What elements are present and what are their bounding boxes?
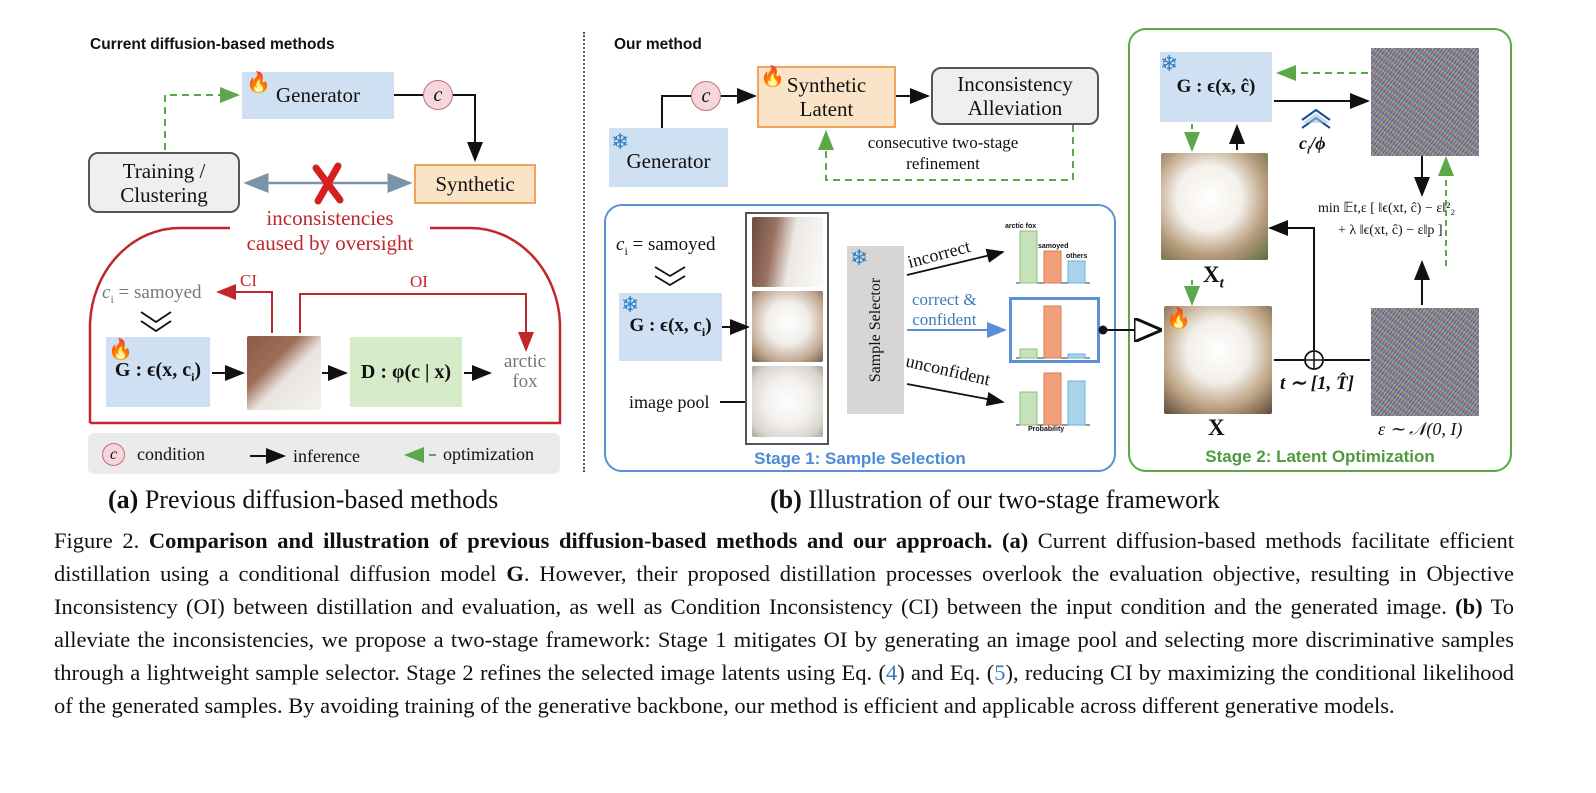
condition-c-icon: c bbox=[423, 80, 453, 110]
chart-incorrect bbox=[1016, 230, 1090, 284]
panel-a-arrows bbox=[88, 87, 562, 464]
generator-label: Generator bbox=[276, 83, 360, 107]
oplus-icon bbox=[1304, 350, 1324, 370]
fire-icon: 🔥 bbox=[108, 339, 133, 361]
legend-optimization: optimization bbox=[443, 444, 534, 464]
refinement-text: consecutive two-stage refinement bbox=[867, 133, 1019, 173]
stage1-condition-text: ci = samoyed bbox=[616, 234, 716, 258]
oi-tag: OI bbox=[410, 272, 428, 291]
ci-tag: CI bbox=[240, 271, 257, 290]
sample-selector-box bbox=[847, 246, 904, 414]
chart-label-samoyed: samoyed bbox=[1038, 243, 1069, 250]
synthetic-box: Synthetic bbox=[414, 164, 536, 204]
stage1-g-model-box: G : ϵ(x, ci) bbox=[619, 293, 722, 361]
fire-icon: 🔥 bbox=[246, 72, 271, 94]
stage2-g-model-box: G : ϵ(x, ĉ) bbox=[1160, 52, 1272, 122]
ci-condition-text: ci = samoyed bbox=[102, 282, 202, 306]
snowflake-icon: ❄ bbox=[1160, 51, 1179, 76]
stage2-container bbox=[1128, 28, 1512, 472]
chart-label-arctic-fox: arctic fox bbox=[1005, 223, 1037, 230]
d-model-box: D : φ(c | x) bbox=[350, 337, 462, 407]
stage1-container bbox=[604, 204, 1116, 472]
condition-c-icon: c bbox=[691, 81, 721, 111]
synthetic-latent-box: Synthetic Latent bbox=[757, 66, 896, 128]
fire-icon: 🔥 bbox=[760, 66, 785, 88]
legend-condition: condition bbox=[137, 444, 205, 464]
inconsistency-alleviation-box: Inconsistency Alleviation bbox=[931, 67, 1099, 125]
panel-a-heading: Current diffusion-based methods bbox=[90, 36, 335, 53]
pool-dog-image-1 bbox=[752, 217, 823, 287]
figure-caption: Figure 2. Comparison and illustration of… bbox=[54, 528, 1514, 718]
xt-label: Xt bbox=[1203, 262, 1224, 292]
training-clustering-box: Training / Clustering bbox=[88, 152, 240, 213]
fire-icon: 🔥 bbox=[1166, 308, 1191, 330]
chart-correct bbox=[1016, 305, 1090, 359]
pool-dog-image-2 bbox=[752, 291, 823, 362]
objective-formula: min 𝔼t,ε [ ‖ϵ(xt, ĉ) − ε‖²₂ + λ ‖ϵ(xt, ĉ… bbox=[1318, 198, 1508, 242]
g-model-box: G : ϵ(x, ci) bbox=[106, 337, 210, 407]
stage2-title: Stage 2: Latent Optimization bbox=[1205, 447, 1435, 466]
double-chevron-down-icon bbox=[140, 311, 172, 333]
panel-b-arrows bbox=[654, 65, 1454, 426]
xt-dog-image bbox=[1161, 153, 1268, 260]
panel-b-heading: Our method bbox=[614, 36, 702, 53]
image-pool-label: image pool bbox=[629, 392, 710, 412]
snowflake-icon: ❄ bbox=[621, 292, 640, 317]
generator-box: Generator bbox=[242, 72, 394, 119]
snowflake-icon: ❄ bbox=[850, 245, 869, 270]
legend bbox=[88, 433, 560, 474]
cross-icon bbox=[312, 162, 344, 205]
caption-b: (b) Illustration of our two-stage framew… bbox=[770, 485, 1220, 514]
t-sample-label: t ∼ [1, T̂] bbox=[1280, 373, 1354, 394]
noise-label: ε ∼ 𝒩(0, I) bbox=[1378, 419, 1463, 439]
condition-c-icon: c bbox=[102, 443, 125, 466]
double-chevron-down-icon bbox=[654, 266, 686, 287]
chart-unconfident bbox=[1016, 372, 1090, 426]
correct-confident-label: correct & confident bbox=[912, 290, 977, 329]
output-label: arctic fox bbox=[503, 351, 547, 392]
x-label: X bbox=[1208, 415, 1225, 440]
generator-box: Generator bbox=[609, 128, 728, 187]
chart-label-others: others bbox=[1066, 253, 1088, 260]
eq4-link[interactable]: 4 bbox=[885, 660, 898, 685]
ci-phi-label: ci/ϕ bbox=[1299, 133, 1326, 157]
pool-dog-image-3 bbox=[752, 366, 823, 437]
inconsistencies-text: inconsistencies caused by oversight bbox=[246, 206, 414, 255]
snowflake-icon: ❄ bbox=[611, 129, 630, 154]
stage1-title: Stage 1: Sample Selection bbox=[754, 449, 966, 468]
objective-line-1: min 𝔼t,ε [ ‖ϵ(xt, ĉ) − ε‖²₂ bbox=[1318, 201, 1456, 216]
caption-a: (a) Previous diffusion-based methods bbox=[108, 485, 499, 514]
x-dog-image bbox=[1164, 306, 1272, 414]
noise-image-top bbox=[1371, 48, 1479, 156]
legend-inference: inference bbox=[293, 446, 360, 466]
chart-label-probability: Probability bbox=[1028, 426, 1065, 433]
panel-divider bbox=[583, 32, 585, 472]
eq5-link[interactable]: 5 bbox=[994, 660, 1006, 685]
objective-line-2: + λ ‖ϵ(xt, ĉ) − ε‖p ] bbox=[1338, 223, 1443, 238]
dog-image bbox=[247, 336, 321, 410]
noise-image-bottom bbox=[1371, 308, 1479, 416]
